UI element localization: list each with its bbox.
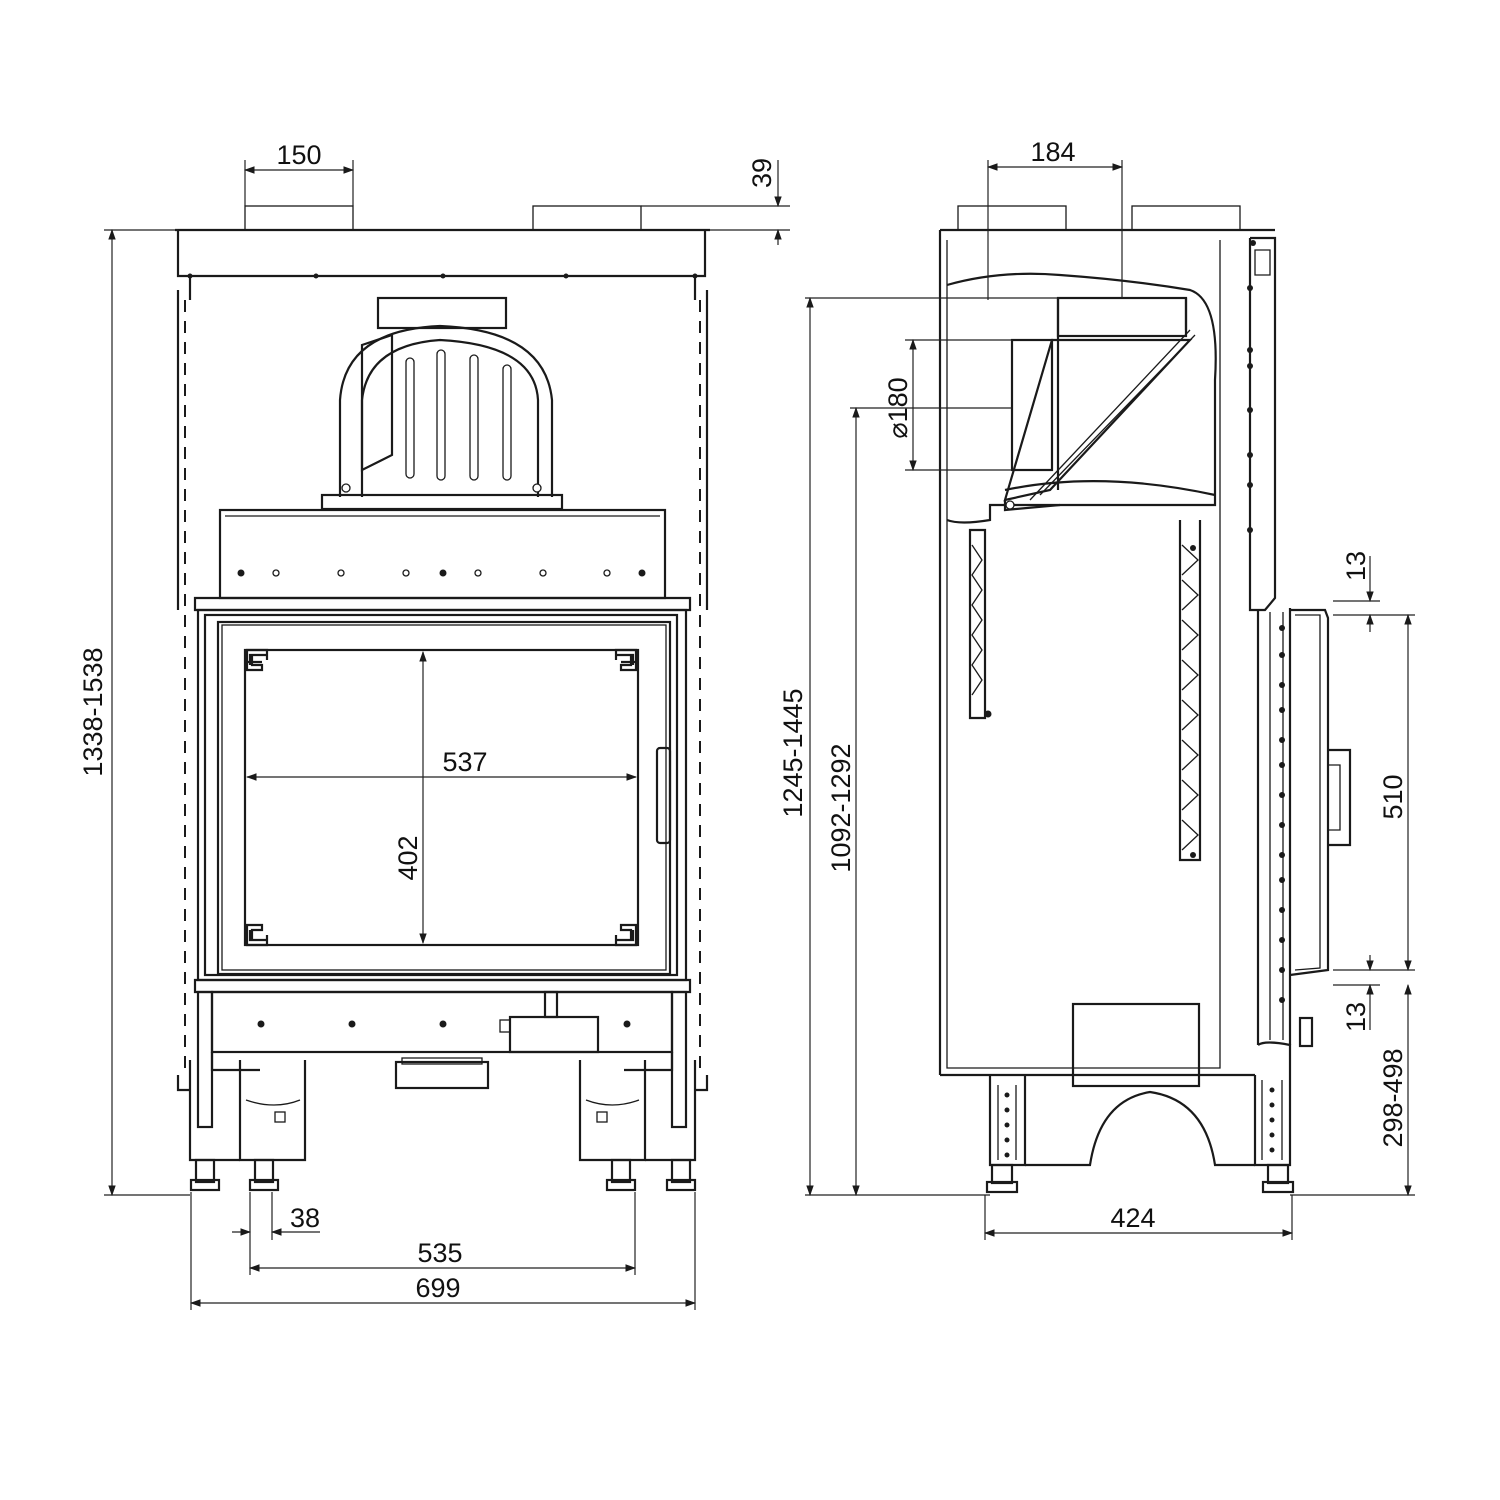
side-flue-section (946, 272, 1217, 524)
dim-door-frame-top: 13 (1341, 551, 1371, 581)
side-dimensions: 184 ⌀180 1245-1445 1092-1292 13 510 13 2… (778, 137, 1415, 1240)
front-hood (175, 228, 710, 300)
front-view: 150 39 1338-1538 537 402 38 535 699 (78, 140, 790, 1310)
dim-outlet-width-front: 150 (276, 140, 321, 170)
dim-door-bottom-height: 298-498 (1378, 1048, 1408, 1147)
dim-glass-height: 402 (393, 835, 423, 880)
side-casing (938, 228, 1277, 1077)
front-top-panel (218, 508, 667, 600)
front-outlet-right (532, 205, 642, 231)
dim-overall-height-front: 1338-1538 (78, 647, 108, 776)
side-base (985, 1075, 1295, 1194)
side-ash-drawer (1071, 1002, 1201, 1088)
side-outlet-right (1131, 205, 1241, 231)
front-feet (189, 1158, 697, 1192)
front-dimensions: 150 39 1338-1538 537 402 38 535 699 (78, 140, 790, 1310)
side-racks (968, 520, 1202, 862)
front-base (188, 990, 697, 1162)
front-outlet-left (244, 205, 354, 231)
side-outlet-left (957, 205, 1067, 231)
dim-flue-height: 1245-1445 (778, 688, 808, 817)
dim-door-height: 510 (1378, 774, 1408, 819)
dim-overall-depth: 424 (1110, 1203, 1155, 1233)
dim-overall-width-front: 699 (415, 1273, 460, 1303)
dim-glass-width: 537 (442, 747, 487, 777)
dim-foot-size: 38 (290, 1203, 320, 1233)
dim-flue-center-height: 1092-1292 (826, 743, 856, 872)
side-view: 184 ⌀180 1245-1445 1092-1292 13 510 13 2… (778, 137, 1415, 1240)
dim-door-frame-bottom: 13 (1341, 1002, 1371, 1032)
fan-housing (320, 296, 564, 511)
front-door (193, 596, 692, 994)
side-door-profile (1256, 608, 1352, 1075)
dim-foot-spacing: 535 (417, 1238, 462, 1268)
dim-outlet-height-front: 39 (747, 158, 777, 188)
dim-outlet-width-side: 184 (1030, 137, 1075, 167)
